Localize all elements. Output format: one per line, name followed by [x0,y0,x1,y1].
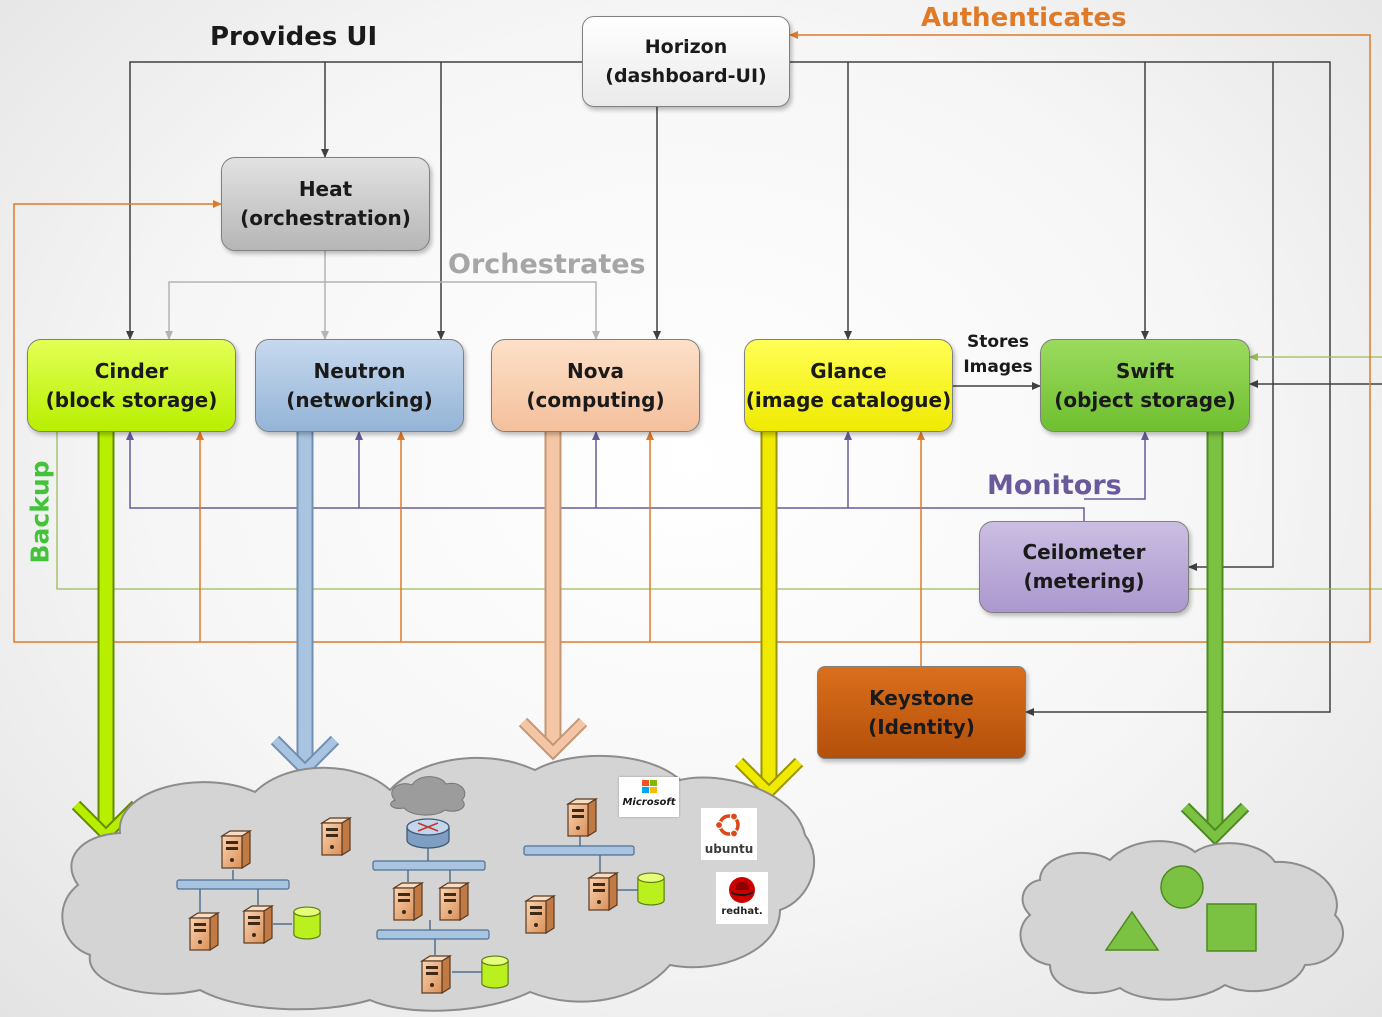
server-icon [525,895,555,934]
orchestrates-label: Orchestrates [448,249,646,280]
nova-role: (computing) [526,387,665,412]
cinder-node: Cinder (block storage) [27,339,236,432]
storage-disk-icon [293,906,321,940]
network-segment [372,860,486,871]
cinder-name: Cinder [94,358,169,383]
network-segment [376,929,490,940]
server-icon [588,872,618,911]
nova-node: Nova (computing) [491,339,700,432]
storage-disk-icon [637,872,665,906]
ubuntu-circle-of-friends-icon [715,812,740,838]
server-icon [189,912,219,951]
swift-name: Swift [1116,358,1174,383]
redhat-logo: redhat. [716,872,768,924]
neutron-name: Neutron [313,358,406,383]
ubuntu-logo-text: ubuntu [704,842,754,856]
redhat-logo-text: redhat. [721,906,763,917]
nova-name: Nova [566,358,624,383]
circle-object-icon [1160,865,1204,909]
ubuntu-logo: ubuntu [701,808,757,860]
glance-role: (image catalogue) [745,387,952,412]
object-storage-cloud [1019,840,1345,1001]
heat-node: Heat (orchestration) [221,157,430,251]
microsoft-logo-text: Microsoft [622,797,676,808]
server-icon [567,798,597,837]
horizon-name: Horizon [644,35,728,58]
heat-role: (orchestration) [240,206,411,230]
server-icon [421,955,451,994]
ceilometer-node: Ceilometer (metering) [979,521,1189,613]
heat-name: Heat [298,177,353,201]
neutron-role: (networking) [286,387,433,412]
stores-label-line2: Images [963,357,1033,377]
monitors-label: Monitors [987,470,1122,501]
server-icon [221,830,251,869]
nova-resource-arrow [518,432,588,761]
keystone-node: Keystone (Identity) [817,666,1026,759]
keystone-role: (Identity) [868,714,975,739]
swift-resource-arrow [1180,432,1250,846]
glance-node: Glance (image catalogue) [744,339,953,432]
ceilometer-name: Ceilometer [1022,540,1146,564]
red-hat-icon [729,877,755,903]
keystone-name: Keystone [869,685,974,710]
swift-role: (object storage) [1054,387,1236,412]
backup-label-container: Backup [22,460,58,563]
network-segment [176,879,290,890]
authenticates-label: Authenticates [921,3,1127,33]
ceilometer-role: (metering) [1023,569,1145,593]
neutron-node: Neutron (networking) [255,339,464,432]
router-icon [406,818,450,849]
cinder-role: (block storage) [45,387,218,412]
microsoft-logo: Microsoft [619,777,679,817]
swift-node: Swift (object storage) [1040,339,1250,432]
cinder-resource-arrow [71,432,141,844]
server-icon [243,905,273,944]
horizon-role: (dashboard-UI) [605,64,767,87]
square-object-icon [1206,903,1257,952]
network-segment [523,845,635,856]
glance-name: Glance [810,358,887,383]
provides-ui-label: Provides UI [210,22,378,52]
neutron-resource-arrow [270,432,340,779]
server-icon [321,817,351,856]
server-icon [439,882,469,921]
windows-flag-icon [642,780,658,794]
glance-resource-arrow [734,432,804,801]
internet-cloud-icon [390,776,466,816]
backup-label: Backup [25,460,55,564]
storage-disk-icon [481,955,509,989]
stores-label-line1: Stores [966,332,1030,352]
stores-images-label: Stores Images [960,330,1036,380]
horizon-node: Horizon (dashboard-UI) [582,16,790,107]
triangle-object-icon [1104,910,1160,951]
server-icon [393,882,423,921]
compute-resources-cloud [61,754,815,1012]
